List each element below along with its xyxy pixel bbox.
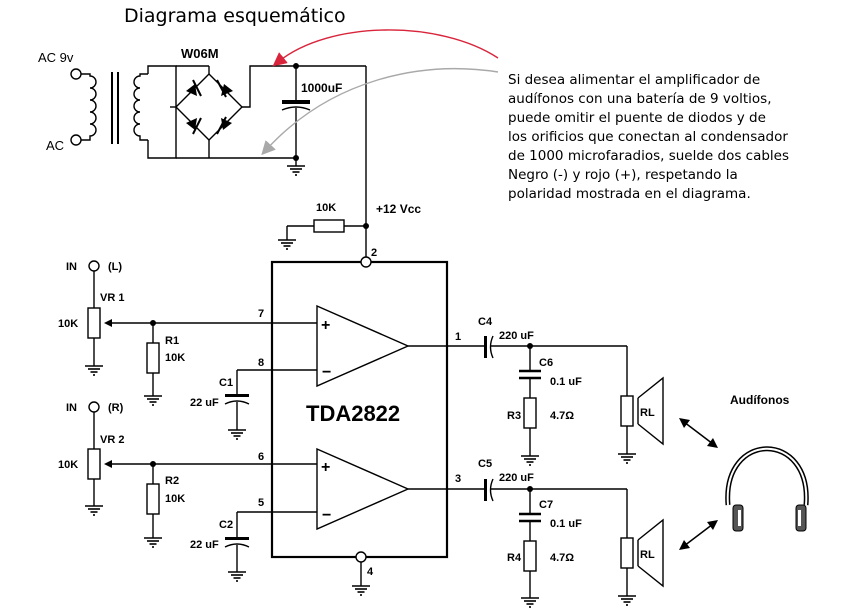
battery-note: Si desea alimentar el amplificador de au… [508,72,789,202]
pin-7-label: 7 [258,308,264,320]
vr2-value: 10K [58,459,78,471]
ground-icon [286,159,306,176]
svg-text:de 1000 microfaradios, suelde: de 1000 microfaradios, suelde dos cables [508,148,789,164]
svg-text:+: + [321,317,330,334]
vr2-pot [87,448,101,480]
ground-icon [227,565,247,582]
c4-label: C4 [478,316,493,328]
filter-cap-label: 1000uF [301,81,342,95]
ground-icon [84,359,104,376]
svg-text:−: − [322,507,331,524]
ground-icon [520,449,540,466]
ac-terminal-top [70,68,82,80]
red-arrow [272,29,499,67]
c5-value: 220 uF [499,472,534,484]
bidirectional-arrow-top [679,418,718,448]
r4-resistor [523,540,537,572]
c4-value: 220 uF [499,330,534,342]
r2-label: R2 [165,475,179,487]
c2-label: C2 [219,519,233,531]
ground-icon [227,423,247,440]
pin-2-label: 2 [371,247,377,259]
svg-text:puede omitir el puente de diod: puede omitir el puente de diodos y de [508,110,766,126]
ground-icon [84,499,104,516]
bridge-label: W06M [181,46,219,61]
vr1-pot [87,307,101,339]
ground-icon [143,389,163,406]
r2-resistor [146,483,160,515]
input-l-label: IN [66,261,77,273]
r1-resistor [146,342,160,374]
ground-icon [277,233,297,250]
amplifier-top: + − [316,304,410,388]
vcc-label: +12 Vcc [376,202,421,216]
ground-icon [617,447,637,464]
vcc-resistor [286,219,369,234]
diode-bridge [147,65,296,159]
pin-8-label: 8 [258,357,264,369]
input-l-jack [88,260,100,272]
pin-5-label: 5 [258,497,264,509]
c1-value: 22 uF [190,397,219,409]
c2-value: 22 uF [190,539,219,551]
ac-9v-label: AC 9v [38,50,74,65]
c6-value: 0.1 uF [550,376,582,388]
gray-arrow [261,68,499,156]
rl-bottom-label: RL [640,549,655,561]
svg-text:−: − [322,364,331,381]
svg-text:polaridad mostrada en el diagr: polaridad mostrada en el diagrama. [508,186,751,202]
ic-label: TDA2822 [306,401,400,426]
speaker-bottom-coil [620,537,634,569]
svg-text:los orificios que conectan al: los orificios que conectan al condensado… [508,129,788,145]
speaker-bottom-icon [637,518,664,588]
pin-4-label: 4 [367,566,374,578]
pin-6-label: 6 [258,451,264,463]
amplifier-bottom: + − [316,447,410,531]
filter-capacitor [281,63,367,260]
bidirectional-arrow-bottom [679,520,718,550]
pin-1-label: 1 [455,331,461,343]
input-r-channel: (R) [108,402,124,414]
headphones-label: Audífonos [730,393,790,407]
svg-text:Negro (-) y rojo (+), respetan: Negro (-) y rojo (+), respetando la [508,167,738,183]
vr1-value: 10K [58,318,78,330]
c7-value: 0.1 uF [550,518,582,530]
input-r-jack [88,401,100,413]
input-r-label: IN [66,402,77,414]
vr1-label: VR 1 [100,292,124,304]
ac-label: AC [46,138,64,153]
c7-label: C7 [539,499,553,511]
ground-icon [617,589,637,606]
r-vcc-label: 10K [316,202,336,214]
rl-top-label: RL [640,407,655,419]
diagram-title: Diagrama esquemático [124,5,346,27]
r3-resistor [523,397,537,429]
input-l-channel: (L) [108,261,122,273]
speaker-top-coil [620,395,634,427]
pin-3-label: 3 [455,473,461,485]
ground-icon [143,531,163,548]
svg-text:+: + [321,459,330,476]
r3-value: 4.7Ω [550,410,574,422]
headphones-icon [725,446,809,532]
c5-label: C5 [478,458,492,470]
ground-icon [351,579,371,596]
svg-text:audífonos con una batería de 9: audífonos con una batería de 9 voltios, [508,91,772,107]
speaker-top-icon [637,376,664,446]
r2-value: 10K [165,493,185,505]
ac-terminal-bottom [70,134,82,146]
c6-label: C6 [539,357,553,369]
vr2-label: VR 2 [100,434,124,446]
r3-label: R3 [507,410,521,422]
r1-label: R1 [165,335,179,347]
r4-value: 4.7Ω [550,552,574,564]
transformer [81,72,148,144]
r4-label: R4 [507,552,522,564]
svg-text:Si desea alimentar el amplific: Si desea alimentar el amplificador de [508,72,760,88]
ground-icon [520,591,540,608]
r1-value: 10K [165,352,185,364]
c1-label: C1 [219,377,233,389]
